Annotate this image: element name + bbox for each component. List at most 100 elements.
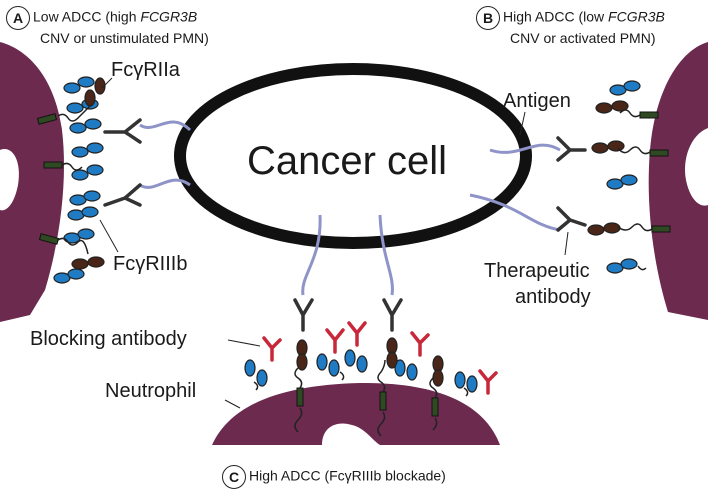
panel-c-text: High ADCC (FcγRIIIb blockade) bbox=[249, 467, 446, 484]
leader-antigen bbox=[519, 111, 526, 136]
blocking-antibody-2 bbox=[325, 328, 345, 354]
antigen-label: Antigen bbox=[503, 90, 571, 112]
tm-right-2 bbox=[649, 149, 669, 157]
panel-b-line2: CNV or activated PMN) bbox=[510, 30, 656, 46]
fcgr3b-left-16 bbox=[77, 228, 95, 240]
leader-blocking bbox=[227, 339, 261, 347]
neutrophil-label: Neutrophil bbox=[105, 380, 196, 402]
leader-lines bbox=[99, 77, 569, 409]
neutrophil-left-cutout bbox=[0, 149, 19, 211]
stalk-left-a bbox=[57, 105, 91, 122]
tm-right-1 bbox=[639, 111, 659, 119]
neutrophil-right-cutout bbox=[684, 128, 708, 206]
fcgr3b-bottom-5 bbox=[344, 349, 356, 367]
fcgr3b-bottom-6 bbox=[356, 355, 368, 373]
blocking-antibody-3 bbox=[347, 321, 367, 347]
antigen-left-lower bbox=[139, 178, 191, 189]
fcgr3b-right-4 bbox=[620, 174, 638, 186]
stalk-right-b bbox=[617, 146, 651, 155]
fcgr2a-right-2 bbox=[607, 140, 625, 152]
fcgr2a-receptors bbox=[71, 77, 629, 387]
fcgr2a-left-1 bbox=[84, 89, 96, 107]
fcgr3b-left-18 bbox=[67, 268, 85, 280]
fcgr3b-left-8 bbox=[86, 142, 104, 154]
leader-neutrophil bbox=[224, 399, 241, 409]
fcgr2a-bottom-2 bbox=[296, 353, 308, 371]
therapeutic-antibodies bbox=[103, 118, 587, 332]
fcgr3b-left-5 bbox=[69, 122, 87, 134]
fcgr3b-bottom-3 bbox=[316, 353, 328, 371]
blocking-antibody-1 bbox=[262, 336, 282, 362]
fcgr3b-bottom-10 bbox=[466, 375, 478, 393]
tm-right-3 bbox=[651, 225, 671, 233]
stalk-bottom-e bbox=[339, 371, 345, 381]
fcgr2a-right-3 bbox=[595, 102, 613, 114]
tm-bottom-2 bbox=[379, 391, 387, 411]
stalk-right-d bbox=[637, 265, 647, 271]
fcgr3b-receptors bbox=[53, 76, 641, 393]
antigen-right-upper bbox=[489, 143, 561, 154]
blocking-antibody-5 bbox=[478, 369, 498, 395]
fcgr2a-left-3 bbox=[71, 258, 89, 270]
cancer-cell-label: Cancer cell bbox=[247, 139, 447, 183]
receptor-stalks bbox=[57, 105, 653, 437]
fcgr3b-bottom-4 bbox=[328, 359, 340, 377]
fcgr3b-bottom-1 bbox=[244, 359, 256, 377]
stalk-bottom-c bbox=[429, 377, 438, 399]
leader-therapeutic bbox=[564, 231, 569, 256]
fcgr2a-bottom-6 bbox=[432, 369, 444, 387]
antibody-left-upper bbox=[103, 118, 142, 144]
neutrophil-right bbox=[648, 42, 708, 320]
tm-bottom-1 bbox=[296, 387, 304, 407]
fcgr3b-left-2 bbox=[77, 76, 95, 88]
leader-fcgr3b bbox=[99, 219, 119, 253]
fcgr3b-right-2 bbox=[623, 80, 641, 92]
stalk-bottom-g bbox=[294, 407, 303, 433]
fcgr2a-right-5 bbox=[587, 224, 605, 236]
tm-left-2 bbox=[43, 161, 63, 169]
stalk-bottom-a bbox=[294, 367, 303, 389]
blocking-antibodies bbox=[262, 321, 498, 395]
fcgr3b-right-6 bbox=[620, 258, 638, 270]
stalk-bottom-d bbox=[253, 381, 259, 391]
leader-fcgr2a bbox=[101, 77, 113, 89]
fcgr3b-left-7 bbox=[71, 146, 89, 158]
stalk-bottom-b bbox=[377, 359, 386, 393]
panel-a-badge: A bbox=[6, 6, 30, 30]
stalk-left-b bbox=[61, 162, 83, 171]
antibody-right-lower bbox=[556, 206, 587, 232]
stalk-right-a bbox=[619, 109, 641, 118]
panel-a-line1-pre: Low ADCC (high bbox=[33, 8, 141, 25]
panel-b-badge: B bbox=[476, 6, 500, 30]
stalk-bottom-f bbox=[463, 387, 469, 397]
fcgr3b-left-12 bbox=[83, 190, 101, 202]
fcgr3b-left-3 bbox=[66, 102, 84, 114]
antibody-left-lower bbox=[103, 183, 142, 207]
therapeutic-label-line1: Therapeutic bbox=[484, 260, 590, 282]
fcgr2a-left-2 bbox=[94, 77, 106, 95]
cancer-cell bbox=[174, 63, 532, 249]
panel-a-line2: CNV or unstimulated PMN) bbox=[40, 30, 209, 46]
antigen-bottom-1 bbox=[301, 214, 322, 296]
antibody-bottom-2 bbox=[382, 298, 403, 332]
panel-b-line1-pre: High ADCC (low bbox=[503, 8, 609, 25]
neutrophil-bottom-cutout bbox=[322, 423, 380, 445]
therapeutic-label-line2: antibody bbox=[515, 286, 591, 308]
stalk-bottom-i bbox=[432, 417, 438, 431]
antigens bbox=[139, 120, 561, 296]
tm-left-1 bbox=[36, 113, 58, 125]
antigen-right-lower bbox=[469, 193, 561, 232]
fcgr2a-left-4 bbox=[87, 256, 105, 268]
antigen-bottom-2 bbox=[378, 214, 394, 296]
fcgr3b-left-6 bbox=[84, 118, 102, 130]
fcgr3b-bottom-2 bbox=[256, 369, 268, 387]
fcgr3b-left-10 bbox=[86, 164, 104, 176]
blocking-antibody-4 bbox=[410, 331, 430, 357]
stalk-bottom-h bbox=[377, 411, 386, 437]
neutrophil-left bbox=[0, 42, 65, 322]
fcgr2a-label: FcγRIIa bbox=[111, 59, 181, 81]
antibody-bottom-1 bbox=[293, 298, 314, 332]
